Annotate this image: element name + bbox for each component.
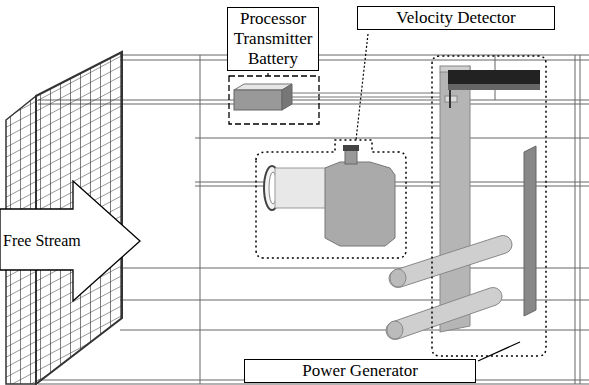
generator-region <box>432 56 546 356</box>
callout-box: Power Generator <box>244 359 476 383</box>
detector-region <box>256 140 406 258</box>
label-text: Processor Transmitter Battery <box>232 9 314 69</box>
callout-box: Velocity Detector <box>357 6 555 30</box>
signal-rod <box>292 93 442 97</box>
label-text: Power Generator <box>249 361 471 381</box>
label-text: Velocity Detector <box>362 8 550 28</box>
leader-lines <box>268 34 520 361</box>
processor-unit <box>234 84 292 110</box>
processor-region <box>229 76 319 124</box>
callout-box: Processor Transmitter Battery <box>227 7 319 71</box>
velocity-detector <box>264 145 395 246</box>
flow-arrow: Free Stream <box>0 180 142 302</box>
power-generator <box>386 66 540 340</box>
label-text: Free Stream <box>3 231 81 251</box>
